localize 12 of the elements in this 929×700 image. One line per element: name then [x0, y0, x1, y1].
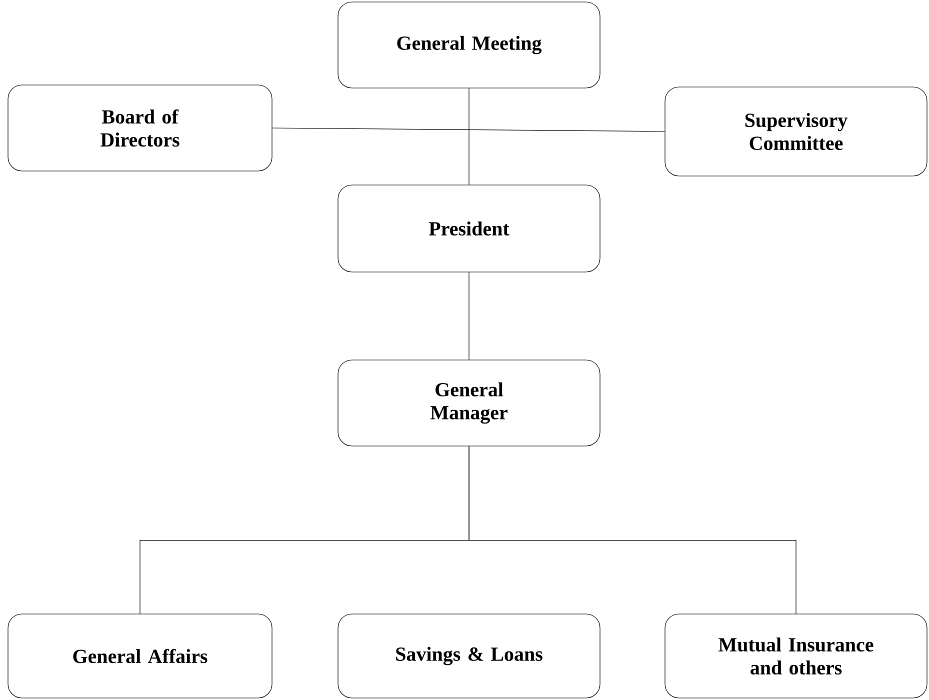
org-box: General Manager — [338, 360, 600, 446]
connector-line — [468, 272, 470, 360]
org-box: Savings & Loans — [338, 614, 600, 698]
connector-line — [468, 88, 470, 185]
org-box: Board of Directors — [8, 84, 272, 172]
org-box: Supervisory Committee — [664, 86, 928, 176]
connector-line — [468, 446, 796, 614]
org-box: General Affairs — [8, 614, 272, 698]
org-box: Mutual Insurance and others — [664, 614, 928, 698]
org-box: General Meeting — [338, 2, 600, 88]
org-box: President — [338, 184, 600, 272]
connector-line — [272, 128, 665, 132]
